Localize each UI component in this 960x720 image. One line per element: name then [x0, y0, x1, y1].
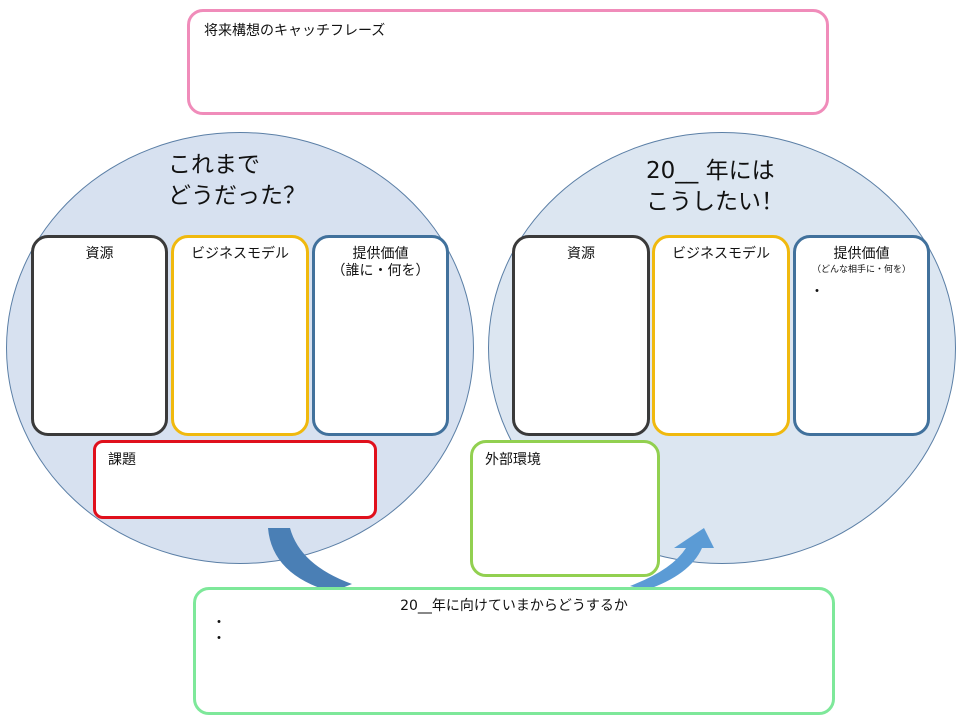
issues-label: 課題 — [108, 452, 136, 468]
past-value-sublabel: （誰に・何を） — [331, 263, 430, 279]
action-plan-label: 20__年に向けていまからどうするか — [400, 598, 628, 614]
past-value-box[interactable]: 提供価値 （誰に・何を） — [312, 235, 449, 436]
issues-box[interactable]: 課題 — [93, 440, 377, 519]
future-value-sublabel: （どんな相手に・何を） — [811, 265, 911, 275]
external-environment-label: 外部環境 — [485, 452, 541, 468]
past-resources-box[interactable]: 資源 — [31, 235, 168, 436]
future-value-label: 提供価値 — [833, 246, 890, 262]
future-resources-box[interactable]: 資源 — [512, 235, 650, 436]
future-business-model-box[interactable]: ビジネスモデル — [652, 235, 790, 436]
past-business-model-label: ビジネスモデル — [191, 246, 289, 262]
action-plan-box[interactable]: 20__年に向けていまからどうするか ・ ・ — [193, 587, 835, 715]
future-value-box[interactable]: 提供価値 （どんな相手に・何を） ・ — [793, 235, 930, 436]
curved-arrow-right-icon — [630, 528, 714, 590]
future-business-model-label: ビジネスモデル — [672, 246, 770, 262]
past-heading: これまで どうだった？ — [168, 152, 306, 209]
future-value-bullet: ・ — [810, 284, 824, 300]
action-plan-bullet: ・ — [212, 615, 226, 631]
past-business-model-box[interactable]: ビジネスモデル — [171, 235, 309, 436]
curved-arrow-left-icon — [268, 528, 352, 592]
action-plan-bullet: ・ — [212, 631, 226, 647]
future-heading: 20__ 年には こうしたい！ — [646, 158, 784, 215]
external-environment-box[interactable]: 外部環境 — [470, 440, 660, 577]
past-value-label: 提供価値 — [352, 246, 409, 262]
future-resources-label: 資源 — [567, 246, 595, 262]
past-resources-label: 資源 — [85, 246, 114, 262]
catchphrase-label: 将来構想のキャッチフレーズ — [204, 23, 386, 39]
catchphrase-box[interactable]: 将来構想のキャッチフレーズ — [187, 9, 829, 115]
